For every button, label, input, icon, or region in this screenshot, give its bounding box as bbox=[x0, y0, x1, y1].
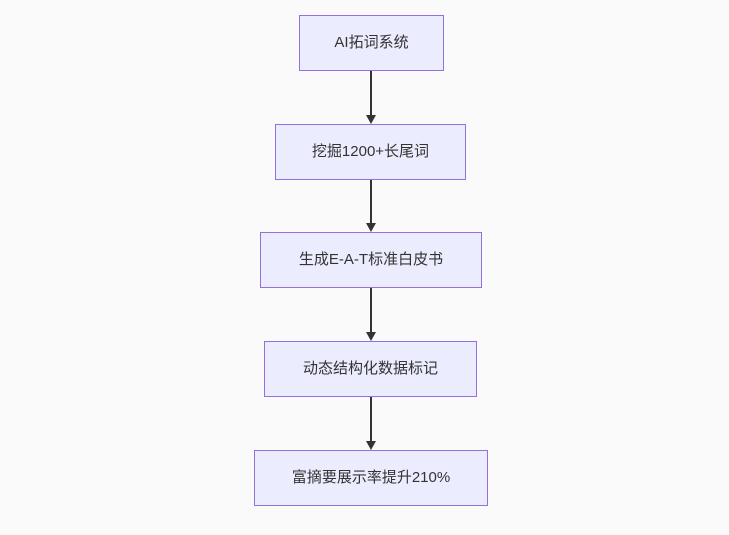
flow-edge-d-e bbox=[365, 397, 377, 450]
node-label: AI拓词系统 bbox=[334, 34, 409, 51]
edge-line bbox=[370, 180, 372, 223]
edge-line bbox=[370, 397, 372, 441]
arrow-down-icon bbox=[366, 332, 376, 341]
flow-node-rich-snippet-result: 富摘要展示率提升210% bbox=[254, 450, 488, 506]
flow-edge-a-b bbox=[365, 71, 377, 124]
node-label: 动态结构化数据标记 bbox=[302, 360, 438, 377]
flow-node-ai-word-system: AI拓词系统 bbox=[299, 15, 444, 71]
arrow-down-icon bbox=[366, 441, 376, 450]
flow-node-eat-whitepaper: 生成E-A-T标准白皮书 bbox=[260, 232, 482, 288]
node-label: 挖掘1200+长尾词 bbox=[311, 143, 430, 160]
edge-line bbox=[370, 71, 372, 115]
edge-line bbox=[370, 288, 372, 332]
flow-node-structured-data-markup: 动态结构化数据标记 bbox=[264, 341, 477, 397]
arrow-down-icon bbox=[366, 115, 376, 124]
flow-edge-c-d bbox=[365, 288, 377, 341]
node-label: 生成E-A-T标准白皮书 bbox=[298, 251, 444, 268]
node-label: 富摘要展示率提升210% bbox=[291, 469, 451, 486]
flow-node-longtail-mining: 挖掘1200+长尾词 bbox=[275, 124, 466, 180]
flow-edge-b-c bbox=[365, 180, 377, 232]
arrow-down-icon bbox=[366, 223, 376, 232]
